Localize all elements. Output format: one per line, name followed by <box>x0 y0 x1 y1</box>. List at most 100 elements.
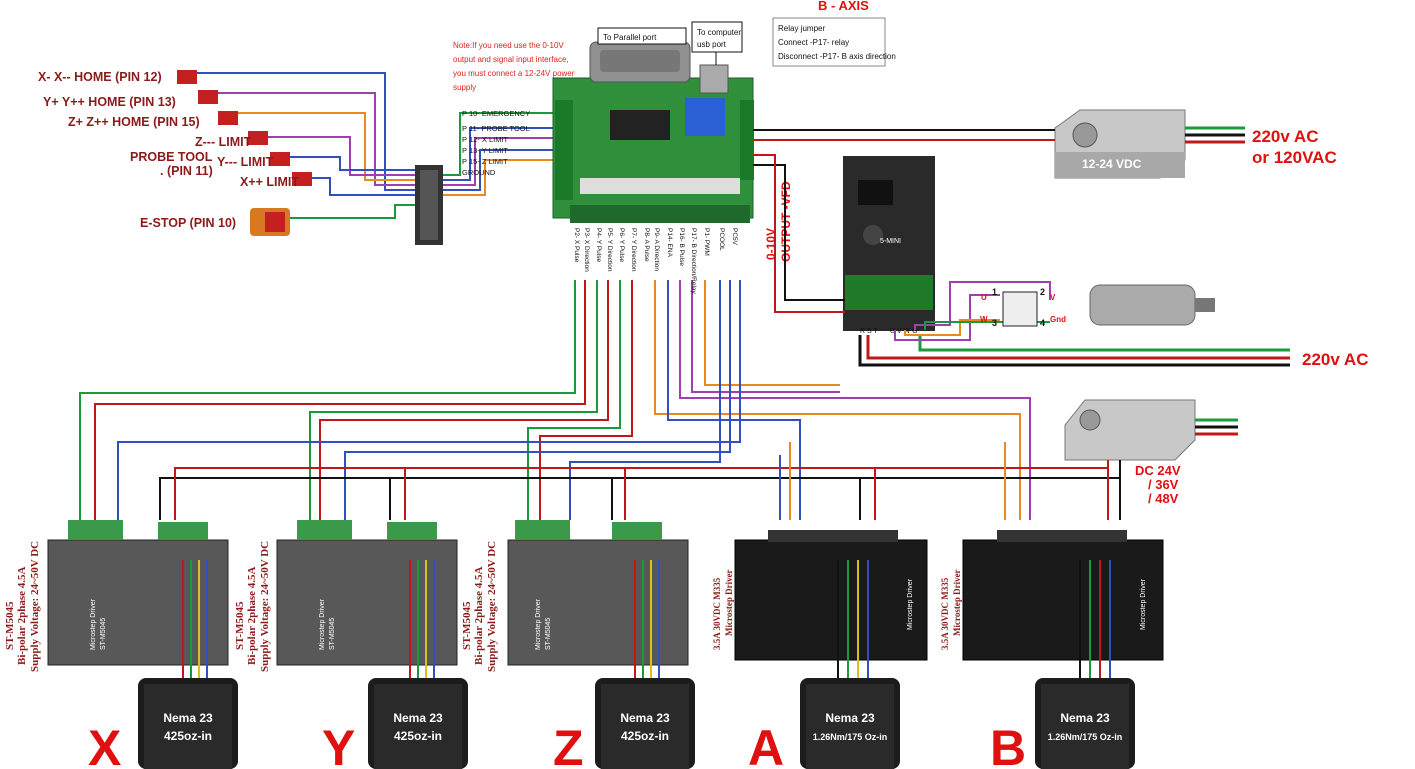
svg-text:Supply Voltage: 24~50V DC: Supply Voltage: 24~50V DC <box>259 541 271 672</box>
svg-text:V: V <box>1050 293 1056 302</box>
output-pin-label: P14- ENA <box>666 228 673 258</box>
note-line-1: Note:If you need use the 0-10V <box>453 41 564 50</box>
motor-rating: 425oz-in <box>621 729 669 743</box>
vfd-ac-in: 220v AC <box>1302 350 1368 369</box>
svg-text:ST-M5045: ST-M5045 <box>234 601 246 650</box>
label-z-home: Z+ Z++ HOME (PIN 15) <box>68 115 200 129</box>
svg-text:Bi-polar 2phase 4.5A: Bi-polar 2phase 4.5A <box>16 566 28 665</box>
label-probe-pin: . (PIN 11) <box>160 164 213 178</box>
output-pin-label: P1- PWM <box>703 228 710 256</box>
svg-text:Microstep Driver: Microstep Driver <box>952 569 962 636</box>
switch-icon <box>270 152 290 166</box>
input-pin-label: P 13- Y LIMIT <box>462 146 508 155</box>
switch-icon <box>292 172 312 186</box>
b-axis-title: B - AXIS <box>818 0 869 13</box>
svg-text:3.5A 30VDC M335: 3.5A 30VDC M335 <box>712 577 722 650</box>
input-pin-label: P 15- Z LIMIT <box>462 157 508 166</box>
label-z-limit: Z--- LIMIT <box>195 135 252 149</box>
parallel-port-label: To Parallel port <box>603 33 657 42</box>
input-pin-label: P 12- X LIMIT <box>462 135 509 144</box>
output-pin-label: P16- B Pulse <box>678 228 685 266</box>
relay-line-3: Disconnect -P17- B axis direction <box>778 52 896 61</box>
svg-text:ST-M5045: ST-M5045 <box>329 618 336 650</box>
motor-label: Nema 23 <box>1060 711 1110 725</box>
svg-text:Microstep Driver: Microstep Driver <box>724 569 734 636</box>
svg-text:Bi-polar 2phase 4.5A: Bi-polar 2phase 4.5A <box>473 566 485 665</box>
motor-b: Nema 231.26Nm/175 Oz-inB <box>990 678 1135 769</box>
svg-text:Microstep Driver: Microstep Driver <box>90 598 97 650</box>
motor-label: Nema 23 <box>825 711 875 725</box>
psu2-line-3: / 48V <box>1148 491 1179 506</box>
usb-label-1: To computer <box>697 28 741 37</box>
output-pin-label: PCOOL <box>718 228 725 251</box>
driver-z: Microstep Driver ST-M5045 <box>507 520 689 666</box>
svg-text:Microstep Driver: Microstep Driver <box>907 578 914 630</box>
output-pin-label: P8- A Pulse <box>643 228 650 262</box>
relay-line-1: Relay jumper <box>778 24 825 33</box>
driver-side-labels: ST-M5045 Bi-polar 2phase 4.5A Supply Vol… <box>4 541 962 672</box>
board-callouts: Note:If you need use the 0-10V output an… <box>453 0 896 92</box>
psu2-line-1: DC 24V <box>1135 463 1181 478</box>
psu1-ac-1: 220v AC <box>1252 127 1318 146</box>
output-pin-label: P17- B Direction/Relay <box>690 228 697 294</box>
driver-y: Microstep Driver ST-M5045 <box>276 520 458 666</box>
output-pin-label: P5- Y Direction <box>606 228 613 272</box>
fan-icon <box>1079 409 1101 431</box>
breakout-board <box>552 30 754 223</box>
motor-label: Nema 23 <box>163 711 213 725</box>
input-pin-label: GROUND <box>462 168 496 177</box>
spindle-icon <box>1089 284 1196 326</box>
svg-text:4: 4 <box>1040 318 1045 328</box>
limit-labels: X- X-- HOME (PIN 12) Y+ Y++ HOME (PIN 13… <box>38 70 299 230</box>
input-pin-label: P 11- PROBE TOOL <box>462 124 530 133</box>
svg-text:Microstep Driver: Microstep Driver <box>319 598 326 650</box>
note-line-4: supply <box>453 83 476 92</box>
usb-label-2: usb port <box>697 40 727 49</box>
output-pin-label: P2- X Pulse <box>573 228 580 263</box>
driver-x: Microstep Driver ST-M5045 <box>47 520 229 666</box>
input-pin-label: P 10- EMERGENCY <box>462 109 530 118</box>
motor-rating: 425oz-in <box>394 729 442 743</box>
spindle-connector-icon <box>1002 291 1038 327</box>
output-pin-label: P3- X Direction <box>583 228 590 272</box>
driver-a: Microstep Driver <box>734 530 928 661</box>
svg-text:Supply Voltage: 24~50V DC: Supply Voltage: 24~50V DC <box>29 541 41 672</box>
motor-a: Nema 23 1.26Nm/175 Oz-in A <box>748 678 900 769</box>
svg-text:ST-M5045: ST-M5045 <box>461 601 473 650</box>
switch-icon <box>248 131 268 145</box>
stepper-drivers: Microstep Driver ST-M5045 Microstep Driv… <box>47 520 1164 666</box>
svg-text:3: 3 <box>992 318 997 328</box>
motor-rating: 1.26Nm/175 Oz-in <box>1048 732 1123 742</box>
axis-letter: Z <box>553 720 584 769</box>
label-probe: PROBE TOOL <box>130 150 213 164</box>
svg-text:W: W <box>980 315 988 324</box>
input-pin-labels: P 10- EMERGENCY P 11- PROBE TOOL P 12- X L… <box>462 109 530 177</box>
axis-letter: A <box>748 720 784 769</box>
usb-connector <box>699 64 729 94</box>
driver-b: Microstep Driver <box>962 530 1164 661</box>
label-estop: E-STOP (PIN 10) <box>140 216 236 230</box>
vfd-uvw: U V W G <box>890 328 918 335</box>
svg-text:ST-M5045: ST-M5045 <box>4 601 16 650</box>
svg-text:ST-M5045: ST-M5045 <box>545 618 552 650</box>
svg-text:ST-M5045: ST-M5045 <box>100 618 107 650</box>
axis-letter: Y <box>322 720 355 769</box>
motor-rating: 425oz-in <box>164 729 212 743</box>
vfd-brand: 5-MINI <box>880 238 901 245</box>
signal-wires <box>79 280 1121 520</box>
output-pin-label: P7- Y Direction <box>630 228 637 272</box>
note-line-2: output and signal input interface, <box>453 55 569 64</box>
fan-icon <box>1072 122 1098 148</box>
vfd-dial-icon <box>863 225 883 245</box>
svg-text:1: 1 <box>992 287 997 297</box>
psu2-line-2: / 36V <box>1148 477 1179 492</box>
motor-wires <box>182 560 1111 680</box>
svg-text:U: U <box>981 293 987 302</box>
motor-rating: 1.26Nm/175 Oz-in <box>813 732 888 742</box>
output-pin-label: P9- A Direction <box>653 228 660 271</box>
